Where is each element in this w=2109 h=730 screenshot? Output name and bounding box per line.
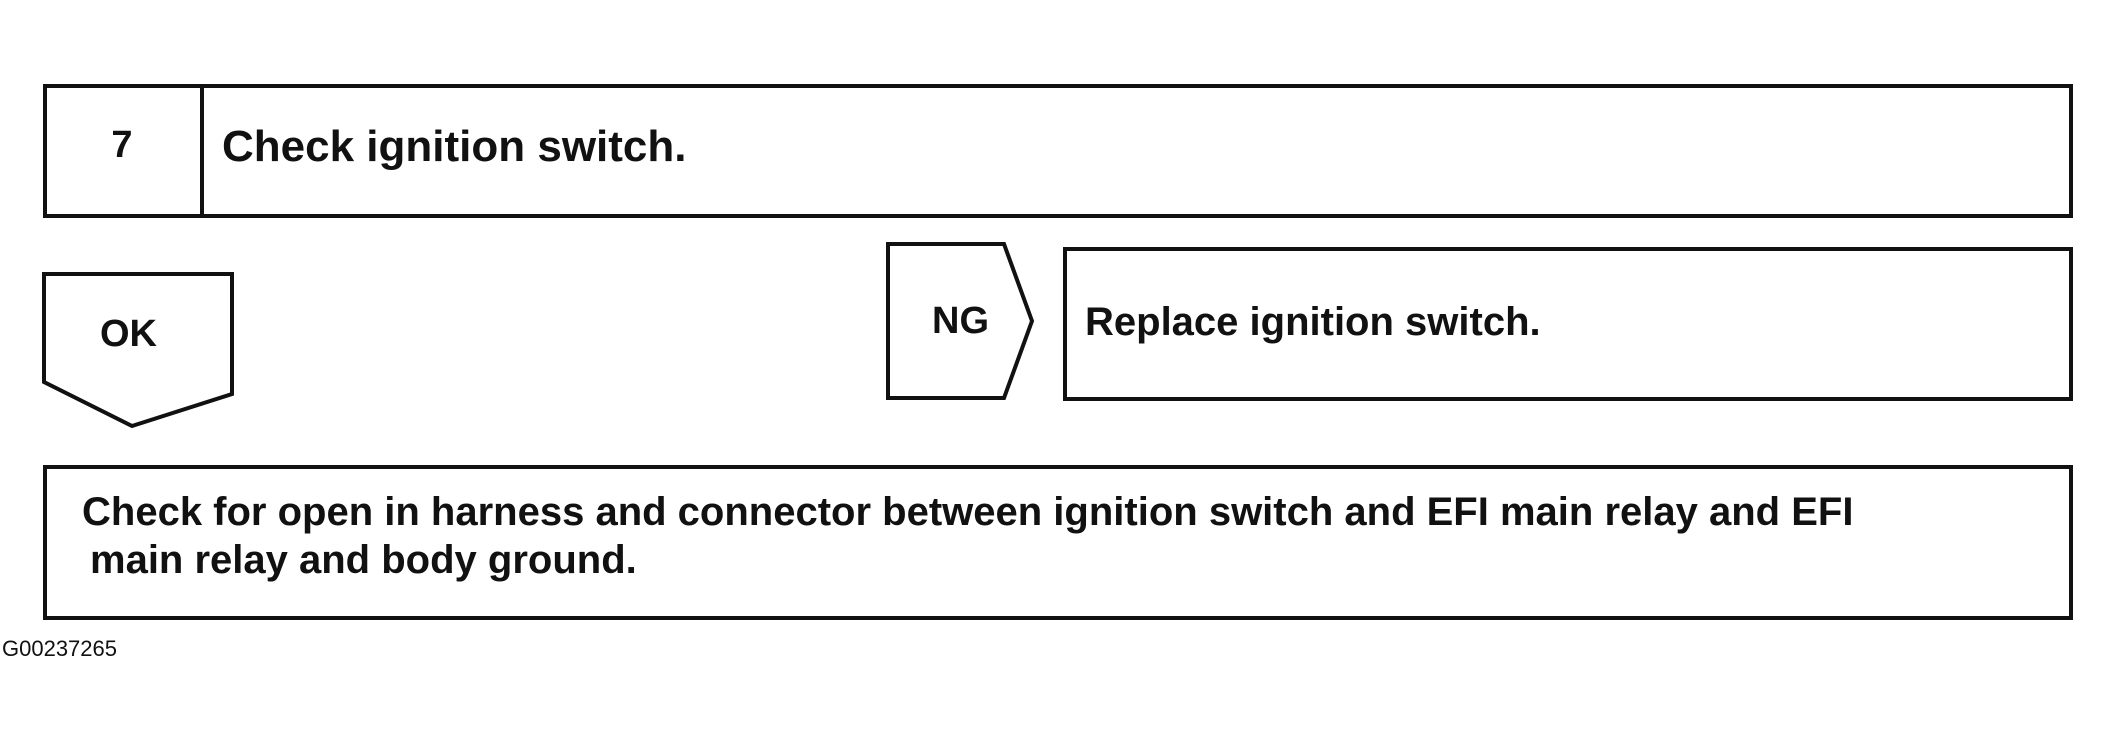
ng-action-text: Replace ignition switch. [1085,300,1541,344]
ok-label: OK [100,313,157,355]
ng-label: NG [932,300,989,342]
next-step-line-1: Check for open in harness and connector … [82,490,1854,534]
next-step-box [43,465,2073,620]
step-header-box [43,84,2073,218]
ng-arrow-shape [886,242,1035,400]
step-title: Check ignition switch. [222,122,687,171]
ng-action-box [1063,247,2073,401]
step-number-divider [200,84,204,218]
ok-arrow-shape [42,272,234,429]
step-number: 7 [111,124,133,166]
next-step-line-2: main relay and body ground. [90,538,637,582]
figure-id: G00237265 [2,636,117,661]
